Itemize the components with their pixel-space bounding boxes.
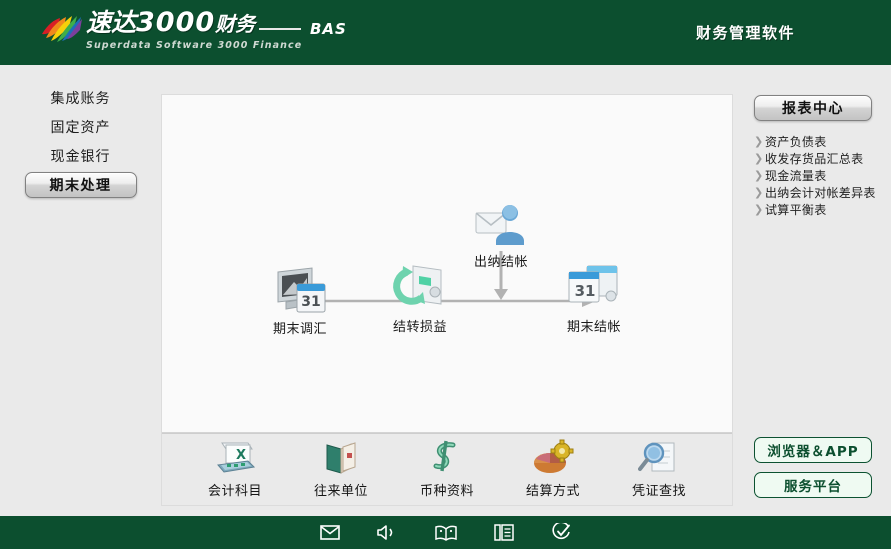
monitor-calendar-icon: 31 <box>245 260 355 316</box>
sidebar-item-fixed-assets[interactable]: 固定资产 <box>0 112 161 141</box>
brand-number: 3000 <box>136 7 216 38</box>
report-link-label: 收发存货品汇总表 <box>765 152 864 166</box>
book-icon[interactable] <box>434 522 458 544</box>
magnifier-document-icon <box>620 438 698 478</box>
edition-badge: BAS <box>259 20 347 38</box>
brand-title: 速达3000财务 <box>86 8 302 39</box>
spreadsheet-icon: X <box>196 438 274 478</box>
main-content-panel: 31 期末调汇 结转损益 <box>161 94 733 506</box>
calendar-31-icon: 31 <box>539 258 649 314</box>
report-links-list: ❯ 资产负债表 ❯ 收发存货品汇总表 ❯ 现金流量表 ❯ 出纳会计对帐差异表 ❯… <box>754 133 891 218</box>
user-mail-icon <box>446 193 556 249</box>
sidebar-item-integrated-accounting[interactable]: 集成账务 <box>0 83 161 112</box>
butterfly-logo-icon <box>38 12 82 46</box>
chevron-right-icon: ❯ <box>754 152 764 165</box>
report-center-button[interactable]: 报表中心 <box>754 95 872 121</box>
period-end-button[interactable]: 期末处理 <box>24 171 137 198</box>
browser-app-label: 浏览器＆APP <box>767 444 859 460</box>
tool-currency-data[interactable]: 币种资料 <box>408 438 486 499</box>
brand-subtitle: Superdata Software 3000 Finance <box>86 40 303 51</box>
report-link-cashier-diff[interactable]: ❯ 出纳会计对帐差异表 <box>754 184 891 201</box>
node-carry-profit-loss[interactable]: 结转损益 <box>365 258 475 335</box>
svg-text:31: 31 <box>575 282 596 300</box>
sidebar-item-cash-bank[interactable]: 现金银行 <box>0 141 161 170</box>
tool-label: 凭证查找 <box>631 484 686 499</box>
chevron-right-icon: ❯ <box>754 169 764 182</box>
report-link-label: 资产负债表 <box>765 135 827 149</box>
tool-label: 往来单位 <box>313 484 368 499</box>
node-label: 期末结帐 <box>566 320 621 335</box>
brand-cn-prefix: 速达 <box>86 8 137 37</box>
svg-text:X: X <box>236 448 246 463</box>
sidebar-item-label: 集成账务 <box>50 90 111 107</box>
tool-accounting-subjects[interactable]: X 会计科目 <box>196 438 274 499</box>
header-tagline: 财务管理软件 <box>695 24 795 42</box>
speaker-icon[interactable] <box>376 522 400 544</box>
svg-text:31: 31 <box>301 294 320 310</box>
check-circle-icon[interactable] <box>550 522 574 544</box>
report-link-balance-sheet[interactable]: ❯ 资产负债表 <box>754 133 891 150</box>
chevron-right-icon: ❯ <box>754 203 764 216</box>
sidebar-nav: 集成账务 固定资产 现金银行 期末处理 <box>0 65 161 516</box>
node-label: 期末调汇 <box>272 322 327 337</box>
copy-icon[interactable] <box>492 522 516 544</box>
edition-label: BAS <box>310 20 347 38</box>
tool-label: 币种资料 <box>419 484 474 499</box>
browser-app-button[interactable]: 浏览器＆APP <box>754 437 872 463</box>
right-sidebar: 报表中心 ❯ 资产负债表 ❯ 收发存货品汇总表 ❯ 现金流量表 ❯ 出纳会计对帐… <box>740 65 891 516</box>
report-link-cash-flow[interactable]: ❯ 现金流量表 <box>754 167 891 184</box>
workflow-diagram: 31 期末调汇 结转损益 <box>162 95 732 432</box>
mail-icon[interactable] <box>318 522 342 544</box>
tool-settlement-method[interactable]: 结算方式 <box>514 438 592 499</box>
chevron-right-icon: ❯ <box>754 186 764 199</box>
report-link-label: 现金流量表 <box>765 169 827 183</box>
sidebar-item-label: 期末处理 <box>49 177 112 194</box>
pie-gear-icon <box>514 438 592 478</box>
tool-label: 结算方式 <box>525 484 580 499</box>
node-period-exchange[interactable]: 31 期末调汇 <box>245 260 355 337</box>
report-link-label: 试算平衡表 <box>765 203 827 217</box>
app-header: 速达3000财务 Superdata Software 3000 Finance… <box>0 0 891 65</box>
tool-business-partners[interactable]: 往来单位 <box>302 438 380 499</box>
node-label: 结转损益 <box>392 320 447 335</box>
sidebar-item-label: 固定资产 <box>50 119 111 136</box>
brand-logo: 速达3000财务 Superdata Software 3000 Finance <box>38 8 302 51</box>
tool-voucher-search[interactable]: 凭证查找 <box>620 438 698 499</box>
status-bar <box>0 516 891 549</box>
report-link-inventory-summary[interactable]: ❯ 收发存货品汇总表 <box>754 150 891 167</box>
service-platform-label: 服务平台 <box>784 479 842 495</box>
node-label: 出纳结帐 <box>473 255 528 270</box>
tool-label: 会计科目 <box>207 484 262 499</box>
brand-text-block: 速达3000财务 Superdata Software 3000 Finance <box>86 8 303 52</box>
sidebar-item-label: 现金银行 <box>50 148 111 165</box>
sidebar-item-period-end[interactable]: 期末处理 <box>0 170 161 199</box>
books-icon <box>302 438 380 478</box>
service-platform-button[interactable]: 服务平台 <box>754 472 872 498</box>
recycle-document-icon <box>365 258 475 314</box>
report-link-trial-balance[interactable]: ❯ 试算平衡表 <box>754 201 891 218</box>
node-cashier-settlement[interactable]: 出纳结帐 <box>446 193 556 270</box>
edition-dash-icon <box>259 28 301 30</box>
report-link-label: 出纳会计对帐差异表 <box>765 186 876 200</box>
panel-divider <box>162 432 732 434</box>
brand-cn-suffix: 财务 <box>215 12 256 36</box>
shortcut-toolbar: X 会计科目 <box>162 434 732 505</box>
report-center-label: 报表中心 <box>782 101 844 117</box>
chevron-right-icon: ❯ <box>754 135 764 148</box>
dollar-icon <box>408 438 486 478</box>
node-period-close[interactable]: 31 期末结帐 <box>539 258 649 335</box>
header-right-region: 财务管理软件 <box>600 0 891 65</box>
panel-gutter <box>733 65 740 516</box>
